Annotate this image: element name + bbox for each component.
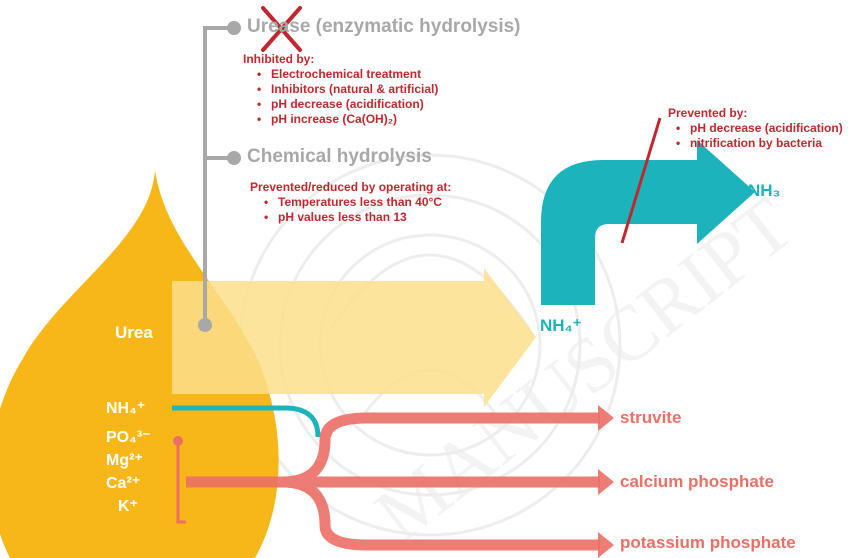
urease-item: pH decrease (acidification) bbox=[257, 97, 438, 112]
urease-title: Urease (enzymatic hydrolysis) bbox=[247, 16, 521, 38]
urea-node bbox=[198, 318, 212, 332]
ion-po4: PO₄³⁻ bbox=[106, 420, 151, 449]
ammonia-item: nitrification by bacteria bbox=[676, 136, 843, 151]
product-calcium-phosphate: calcium phosphate bbox=[620, 472, 774, 492]
urease-heading: Inhibited by: bbox=[243, 52, 438, 67]
chemical-title: Chemical hydrolysis bbox=[247, 146, 432, 168]
hydrolysis-connector bbox=[205, 28, 232, 325]
ion-k: K⁺ bbox=[106, 495, 151, 518]
ion-list: NH₄⁺ PO₄³⁻ Mg²⁺ Ca²⁺ K⁺ bbox=[106, 397, 151, 518]
ammonia-item: pH decrease (acidification) bbox=[676, 121, 843, 136]
urease-item: Inhibitors (natural & artificial) bbox=[257, 82, 438, 97]
ammonia-heading: Prevented by: bbox=[668, 106, 843, 121]
ammonia-prevention: Prevented by: pH decrease (acidification… bbox=[668, 106, 843, 151]
chemical-node bbox=[227, 151, 241, 165]
urea-label: Urea bbox=[115, 323, 153, 343]
ion-mg: Mg²⁺ bbox=[106, 449, 151, 472]
chemical-item: pH values less than 13 bbox=[264, 210, 451, 225]
chemical-heading: Prevented/reduced by operating at: bbox=[250, 180, 451, 195]
ion-ca: Ca²⁺ bbox=[106, 472, 151, 495]
urease-item: pH increase (Ca(OH)₂) bbox=[257, 112, 438, 127]
urease-item: Electrochemical treatment bbox=[257, 67, 438, 82]
product-arrowheads bbox=[598, 405, 614, 558]
ion-node bbox=[173, 436, 183, 446]
urea-flow-arrow bbox=[172, 268, 536, 407]
product-struvite: struvite bbox=[620, 408, 681, 428]
chemical-item: Temperatures less than 40°C bbox=[264, 195, 451, 210]
urease-inhibitors: Inhibited by: Electrochemical treatment … bbox=[243, 52, 438, 127]
chemical-conditions: Prevented/reduced by operating at: Tempe… bbox=[250, 180, 451, 225]
product-potassium-phosphate: potassium phosphate bbox=[620, 533, 796, 553]
urease-node bbox=[227, 21, 241, 35]
nh3-label: NH₃ bbox=[748, 181, 780, 201]
ion-nh4: NH₄⁺ bbox=[106, 397, 151, 420]
nh4-label: NH₄⁺ bbox=[540, 316, 582, 336]
